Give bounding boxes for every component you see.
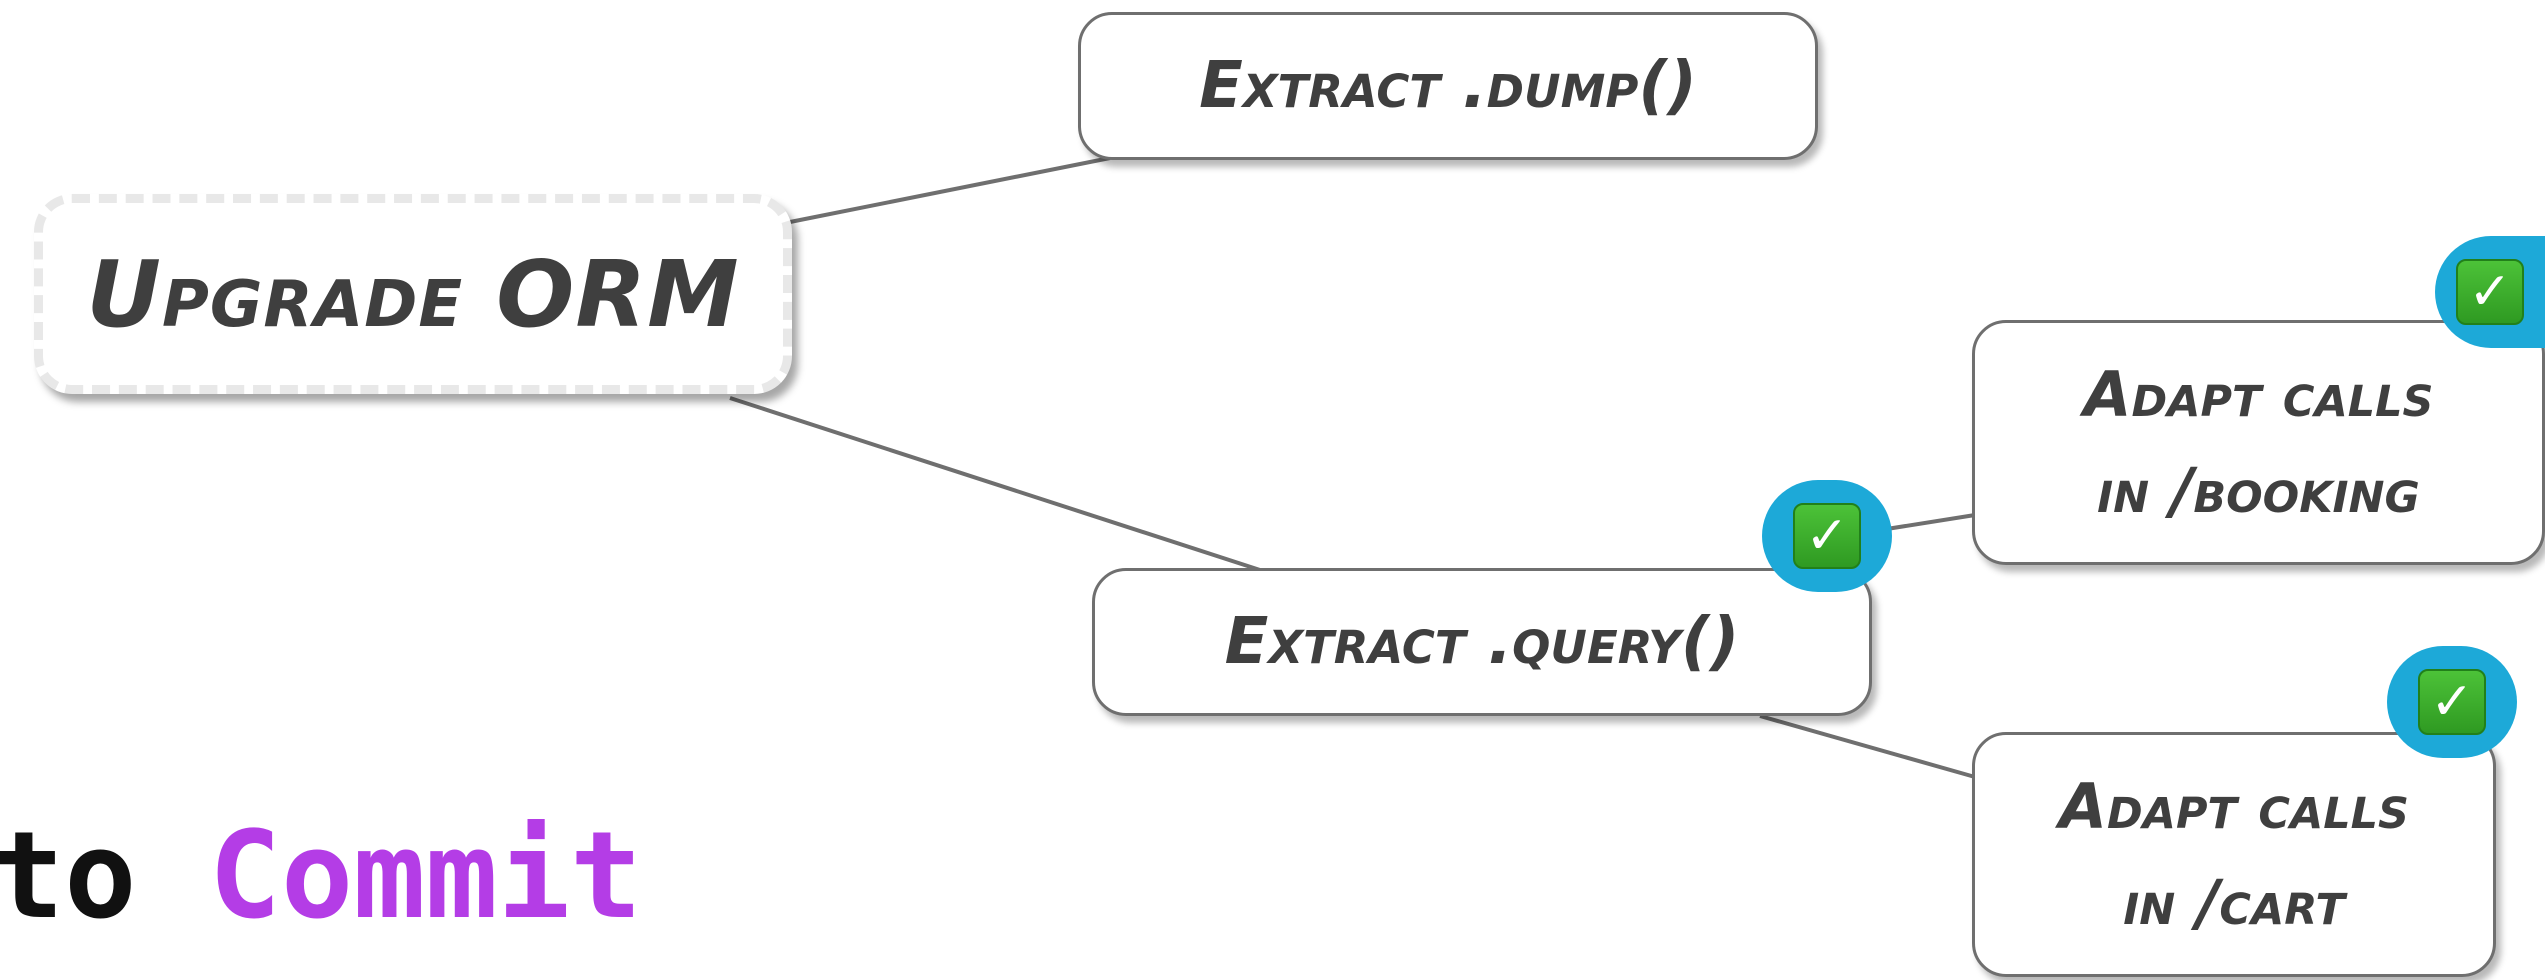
adapt-cart-line-2: in /cart bbox=[2123, 865, 2345, 939]
adapt-cart-line-1: Adapt calls bbox=[2059, 769, 2409, 843]
extract-query-label: Extract .query() bbox=[1224, 605, 1740, 679]
extract-query-node[interactable]: Extract .query() bbox=[1092, 568, 1872, 716]
adapt-booking-node[interactable]: Adapt calls in /booking bbox=[1972, 320, 2545, 565]
adapt-cart-node[interactable]: Adapt calls in /cart bbox=[1972, 732, 2496, 977]
cart-done-badge: ✓ bbox=[2387, 646, 2517, 758]
adapt-cart-label: Adapt calls in /cart bbox=[2059, 759, 2409, 951]
caption-prefix: to bbox=[0, 807, 137, 946]
query-done-badge: ✓ bbox=[1762, 480, 1892, 592]
adapt-booking-label: Adapt calls in /booking bbox=[2084, 347, 2434, 539]
extract-dump-node[interactable]: Extract .dump() bbox=[1078, 12, 1818, 160]
edge-query-to-cart bbox=[1759, 714, 1976, 779]
caption: to Commit bbox=[0, 812, 642, 942]
check-mark-button-icon: ✓ bbox=[1793, 503, 1861, 569]
root-node-label: Upgrade ORM bbox=[86, 240, 740, 348]
adapt-booking-line-2: in /booking bbox=[2097, 453, 2420, 527]
root-node[interactable]: Upgrade ORM bbox=[34, 194, 792, 394]
adapt-booking-line-1: Adapt calls bbox=[2083, 357, 2434, 431]
edge-root-to-dump bbox=[789, 156, 1111, 224]
extract-dump-label: Extract .dump() bbox=[1199, 49, 1697, 123]
edge-root-to-query bbox=[729, 396, 1261, 572]
check-mark-button-icon: ✓ bbox=[2418, 669, 2486, 735]
booking-done-badge: ✓ bbox=[2435, 236, 2545, 348]
check-mark-button-icon: ✓ bbox=[2456, 259, 2524, 325]
caption-highlight: Commit bbox=[208, 807, 643, 946]
